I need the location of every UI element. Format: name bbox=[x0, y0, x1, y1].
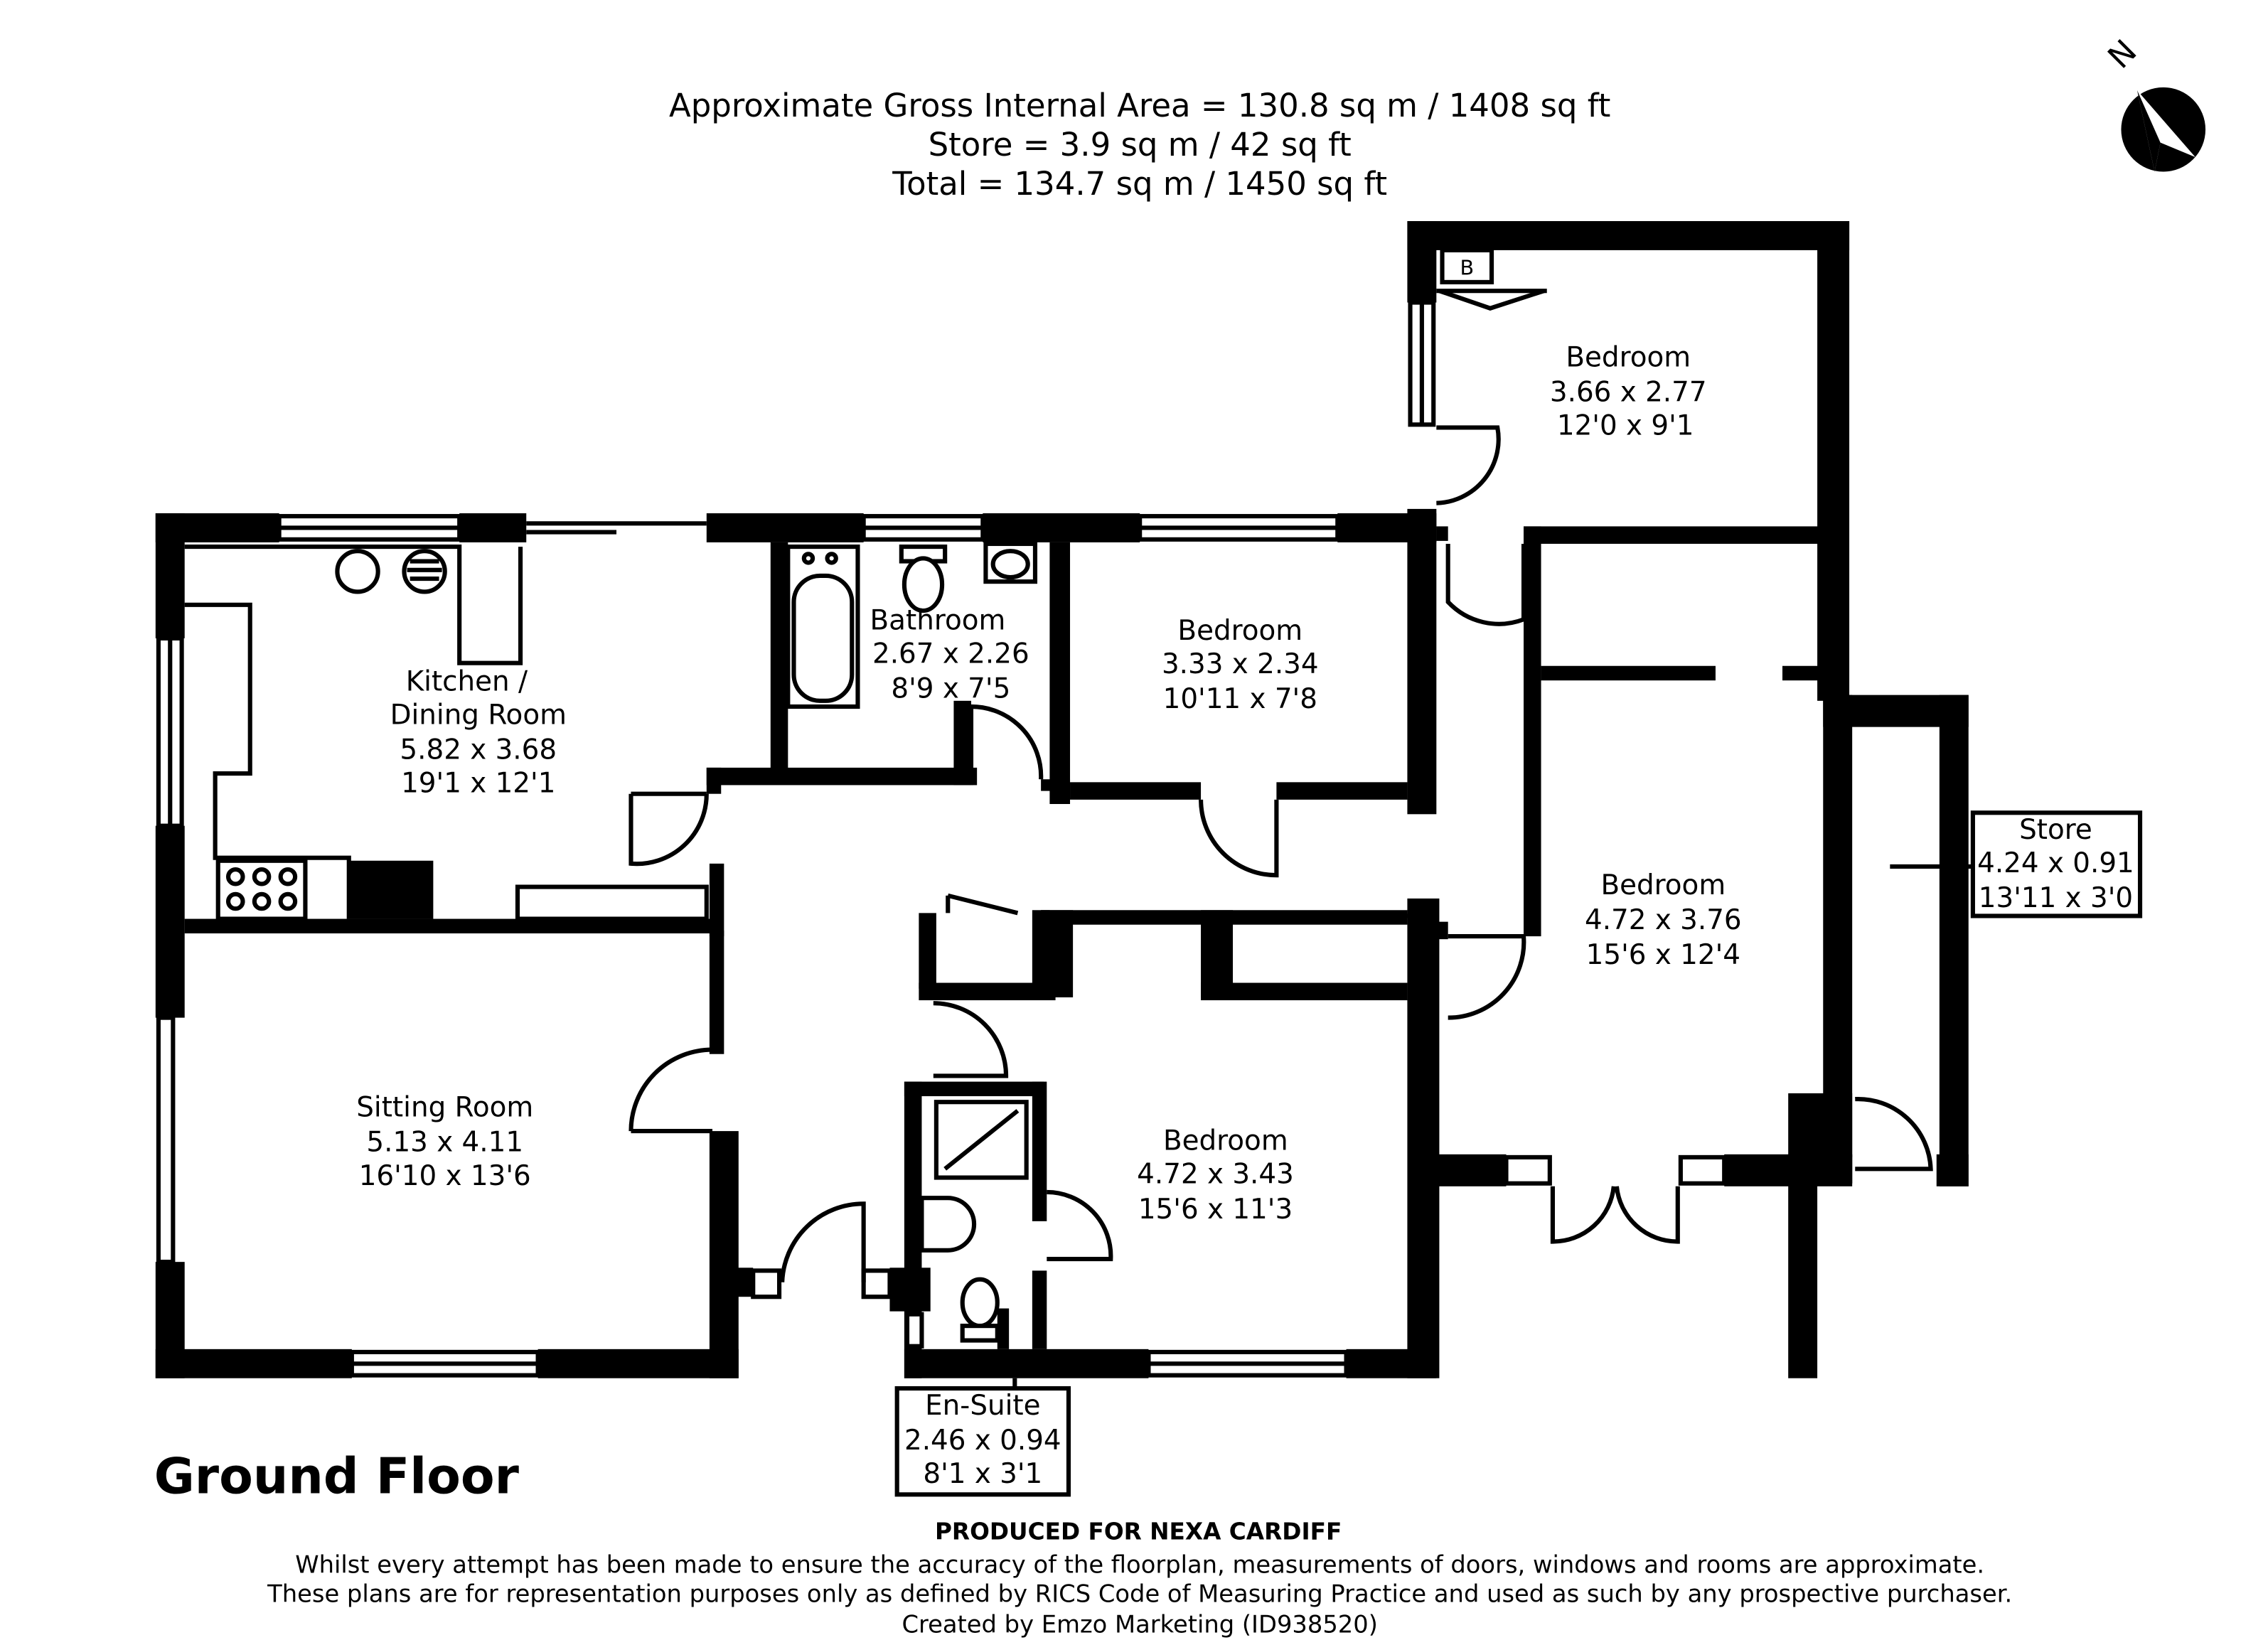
room-bedroom-mid: Bedroom 3.33 x 2.34 10'11 x 7'8 bbox=[1162, 615, 1319, 715]
room-sitting: Sitting Room 5.13 x 4.11 16'10 x 13'6 bbox=[356, 1092, 533, 1192]
kitchen-metric: 5.82 x 3.68 bbox=[400, 734, 557, 766]
bedroom-bottom-name: Bedroom bbox=[1163, 1125, 1288, 1157]
produced-for: PRODUCED FOR NEXA CARDIFF bbox=[935, 1518, 1342, 1545]
room-bathroom: Bathroom 2.67 x 2.26 8'9 x 7'5 bbox=[870, 605, 1029, 705]
bedroom-bottom-imperial: 15'6 x 11'3 bbox=[1138, 1194, 1293, 1226]
sitting-imperial: 16'10 x 13'6 bbox=[359, 1160, 531, 1192]
room-bedroom-bottom: Bedroom 4.72 x 3.43 15'6 x 11'3 bbox=[1137, 1125, 1294, 1226]
sitting-name: Sitting Room bbox=[356, 1092, 533, 1124]
doors bbox=[628, 289, 1933, 1282]
room-bedroom-top: Bedroom 3.66 x 2.77 12'0 x 9'1 bbox=[1550, 341, 1707, 441]
floor-label: Ground Floor bbox=[154, 1447, 520, 1505]
sitting-metric: 5.13 x 4.11 bbox=[366, 1127, 523, 1159]
area-line-2: Store = 3.9 sq m / 42 sq ft bbox=[929, 126, 1352, 164]
bedroom-top-imperial: 12'0 x 9'1 bbox=[1557, 410, 1694, 442]
store-imperial: 13'11 x 3'0 bbox=[1979, 882, 2133, 914]
bedroom-top-metric: 3.66 x 2.77 bbox=[1550, 377, 1707, 409]
bathroom-name: Bathroom bbox=[870, 605, 1006, 637]
boiler-label: B bbox=[1460, 256, 1474, 280]
room-store: Store 4.24 x 0.91 13'11 x 3'0 bbox=[1890, 810, 2143, 918]
bedroom-top-name: Bedroom bbox=[1566, 341, 1691, 373]
bathroom-imperial: 8'9 x 7'5 bbox=[891, 673, 1010, 705]
disclaimer-line-2: These plans are for representation purpo… bbox=[267, 1580, 2012, 1608]
created-by: Created by Emzo Marketing (ID938520) bbox=[902, 1611, 1377, 1639]
ensuite-metric: 2.46 x 0.94 bbox=[904, 1425, 1061, 1457]
compass-north-label: N bbox=[2100, 32, 2144, 75]
store-metric: 4.24 x 0.91 bbox=[1977, 847, 2134, 879]
bedroom-right-imperial: 15'6 x 12'4 bbox=[1586, 939, 1740, 971]
room-bedroom-right: Bedroom 4.72 x 3.76 15'6 x 12'4 bbox=[1585, 869, 1742, 971]
area-line-1: Approximate Gross Internal Area = 130.8 … bbox=[669, 87, 1610, 124]
kitchen-name-1: Kitchen / bbox=[406, 666, 528, 698]
windows bbox=[156, 300, 1727, 1378]
ensuite-name: En-Suite bbox=[925, 1390, 1040, 1422]
ensuite-imperial: 8'1 x 3'1 bbox=[923, 1458, 1042, 1490]
walls bbox=[155, 221, 1969, 1378]
fixtures: B bbox=[184, 247, 1494, 1343]
bedroom-mid-name: Bedroom bbox=[1177, 615, 1303, 647]
bedroom-right-name: Bedroom bbox=[1600, 869, 1726, 901]
bedroom-right-metric: 4.72 x 3.76 bbox=[1585, 904, 1742, 936]
room-ensuite: En-Suite 2.46 x 0.94 8'1 x 3'1 bbox=[894, 1378, 1071, 1497]
area-line-3: Total = 134.7 sq m / 1450 sq ft bbox=[892, 165, 1387, 203]
kitchen-imperial: 19'1 x 12'1 bbox=[401, 768, 555, 800]
bedroom-mid-metric: 3.33 x 2.34 bbox=[1162, 648, 1319, 680]
store-name: Store bbox=[2019, 814, 2092, 846]
bedroom-bottom-metric: 4.72 x 3.43 bbox=[1137, 1159, 1294, 1191]
room-kitchen: Kitchen / Dining Room 5.82 x 3.68 19'1 x… bbox=[390, 666, 567, 800]
disclaimer-line-1: Whilst every attempt has been made to en… bbox=[295, 1551, 1984, 1579]
bathroom-metric: 2.67 x 2.26 bbox=[872, 638, 1029, 670]
bedroom-mid-imperial: 10'11 x 7'8 bbox=[1163, 683, 1317, 715]
north-compass-icon: N bbox=[2100, 32, 2206, 172]
kitchen-name-2: Dining Room bbox=[390, 700, 567, 731]
